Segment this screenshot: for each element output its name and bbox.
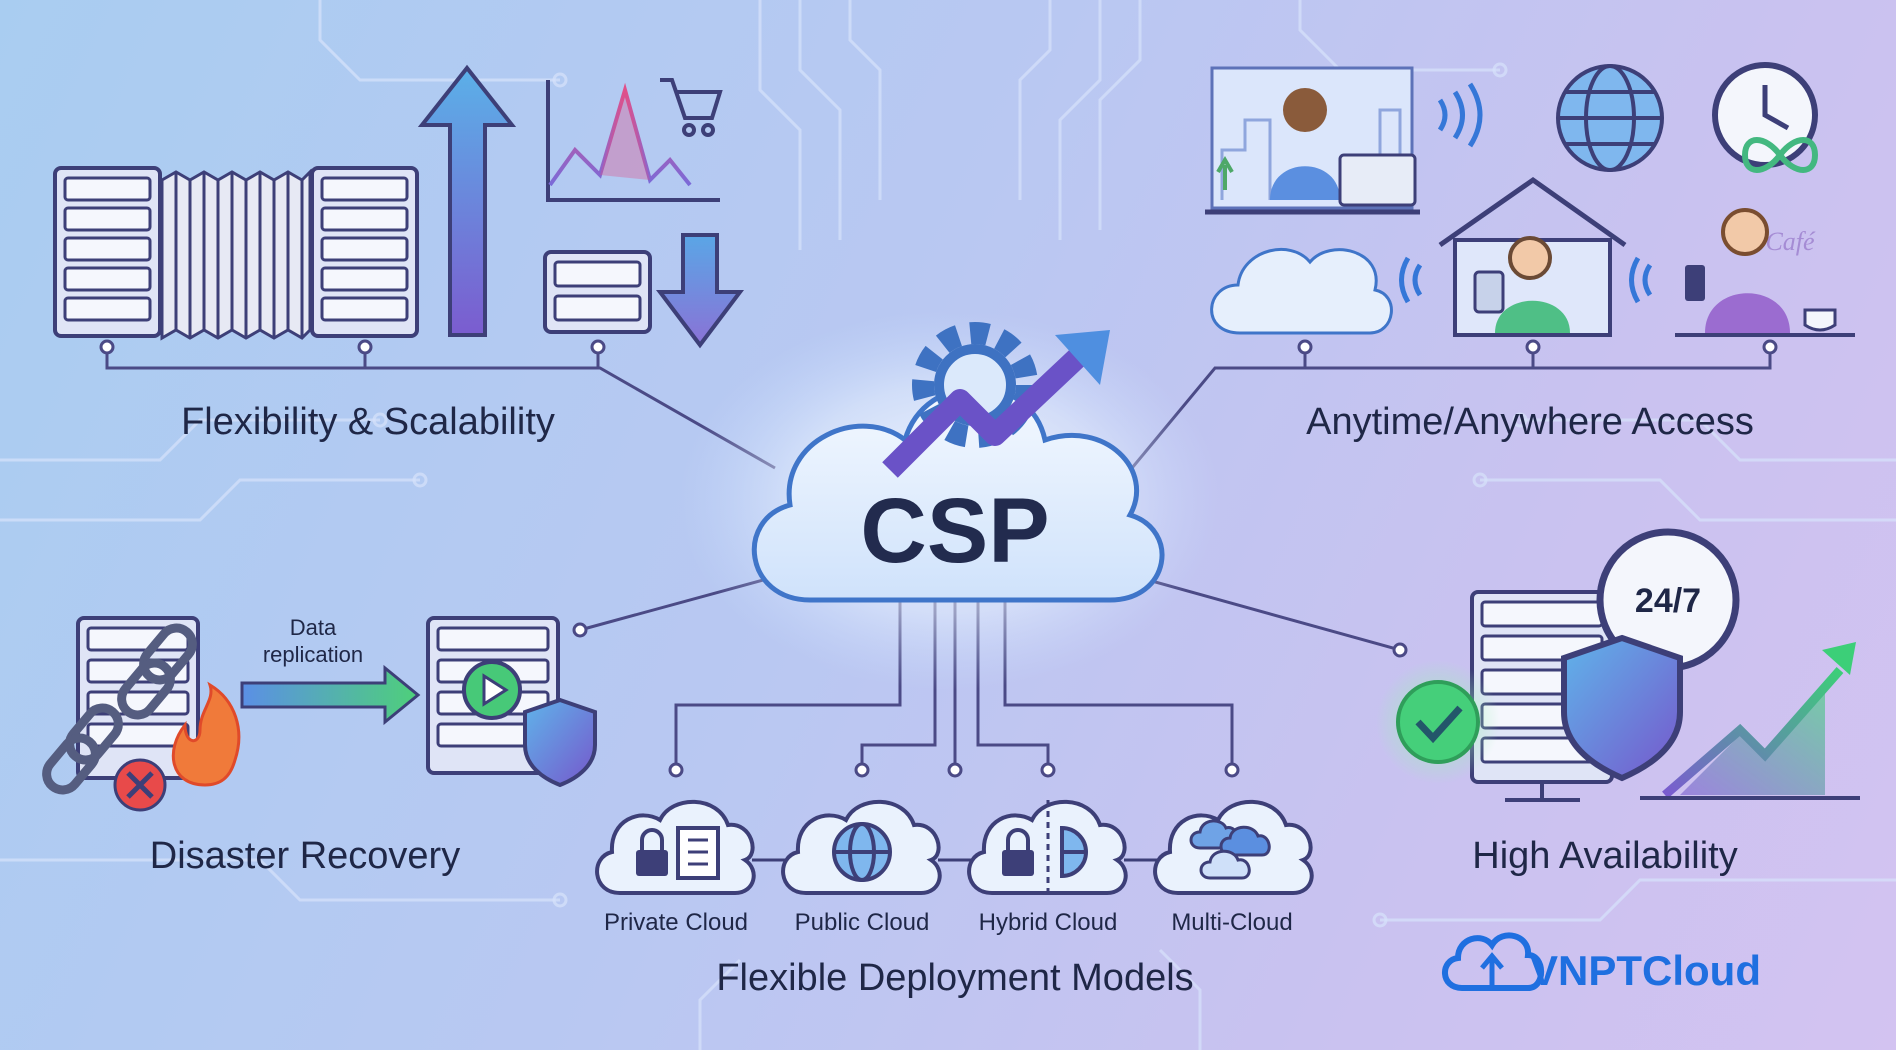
private-cloud-model: Private Cloud <box>595 799 756 936</box>
server-rack-left-icon <box>53 166 162 338</box>
private-cloud-shape <box>595 799 756 895</box>
server-rack-right-icon <box>310 166 419 338</box>
connector-nodes <box>99 339 1778 778</box>
flexibility-section: Flexibility & Scalability <box>53 64 745 443</box>
cafe-worker-icon: Café <box>1675 208 1855 337</box>
deployment-section: Private Cloud Public Cloud Hybrid Cloud <box>595 799 1314 999</box>
multi-cloud-model: Multi-Cloud <box>1153 799 1314 936</box>
play-restore-icon <box>462 660 522 720</box>
multi-cloud-icon <box>1189 819 1271 880</box>
shopping-cart-icon <box>660 78 723 137</box>
brand-logo: VNPTCloud <box>1442 932 1761 994</box>
clock-24-7-icon: 24/7 <box>1596 528 1740 672</box>
shield-icon <box>523 697 597 788</box>
brand-name: VNPTCloud <box>1530 947 1761 994</box>
wifi-signal-home-icon <box>1399 256 1423 304</box>
cafe-sign: Café <box>1765 227 1816 256</box>
hybrid-cloud-model: Hybrid Cloud <box>967 799 1128 936</box>
replication-arrow-icon <box>240 664 421 726</box>
csp-hub: CSP <box>680 310 1220 690</box>
checkmark-icon <box>1376 660 1500 784</box>
home-worker-icon <box>1438 176 1627 337</box>
replication-label-line2: replication <box>263 642 363 667</box>
small-server-icon <box>543 250 652 334</box>
uptime-arrowhead-icon <box>1822 642 1856 675</box>
public-cloud-model: Public Cloud <box>781 799 942 936</box>
wifi-signal-icon <box>1437 82 1483 148</box>
recovery-section: Data replication Disaster Recovery <box>42 615 597 877</box>
model-label-hybrid: Hybrid Cloud <box>979 909 1118 936</box>
error-icon <box>113 758 167 812</box>
availability-section: 24/7 High Availability <box>1376 528 1860 877</box>
deployment-title: Flexible Deployment Models <box>716 957 1193 999</box>
csp-title: CSP <box>860 480 1049 582</box>
demand-spike-chart-icon <box>546 80 720 202</box>
scale-down-arrow-icon <box>655 233 745 349</box>
model-label-public: Public Cloud <box>795 909 930 936</box>
availability-title: High Availability <box>1472 835 1737 877</box>
infinity-icon <box>1741 137 1819 173</box>
replication-label-line1: Data <box>290 615 337 640</box>
growth-arrowhead-icon <box>1055 330 1110 385</box>
cloud-upload-logo-icon <box>1442 932 1545 991</box>
building-icon <box>676 826 720 880</box>
expansion-bellows-icon <box>160 168 312 341</box>
lock-icon <box>636 828 668 876</box>
scale-up-arrow-icon <box>417 64 517 337</box>
hybrid-globe-icon <box>1060 825 1088 879</box>
upload-arrow-icon <box>1480 952 1504 985</box>
model-label-private: Private Cloud <box>604 909 748 936</box>
office-worker-icon <box>1205 66 1420 215</box>
globe-small-icon <box>832 822 892 882</box>
globe-icon <box>1556 64 1664 172</box>
clock-icon <box>1712 62 1818 168</box>
recovery-title: Disaster Recovery <box>150 835 460 877</box>
growth-arrow-icon <box>882 346 1088 478</box>
ha-shield-icon <box>1561 634 1683 782</box>
access-title: Anytime/Anywhere Access <box>1306 401 1754 443</box>
cloud-icon <box>1210 247 1393 335</box>
fire-icon <box>171 681 241 787</box>
hybrid-lock-icon <box>1002 828 1034 876</box>
clock-24-7-label: 24/7 <box>1635 582 1701 620</box>
flexibility-title: Flexibility & Scalability <box>181 401 555 443</box>
uptime-trend-area-icon <box>1680 690 1825 795</box>
circuit-nodes <box>372 62 1528 928</box>
uptime-trend-line-icon <box>1662 667 1844 799</box>
wifi-signal-cafe-icon <box>1629 256 1653 304</box>
model-label-multi: Multi-Cloud <box>1171 909 1292 936</box>
access-section: Café Anytime/Anywhere Access <box>1205 62 1855 443</box>
broken-chain-icon <box>42 623 197 795</box>
